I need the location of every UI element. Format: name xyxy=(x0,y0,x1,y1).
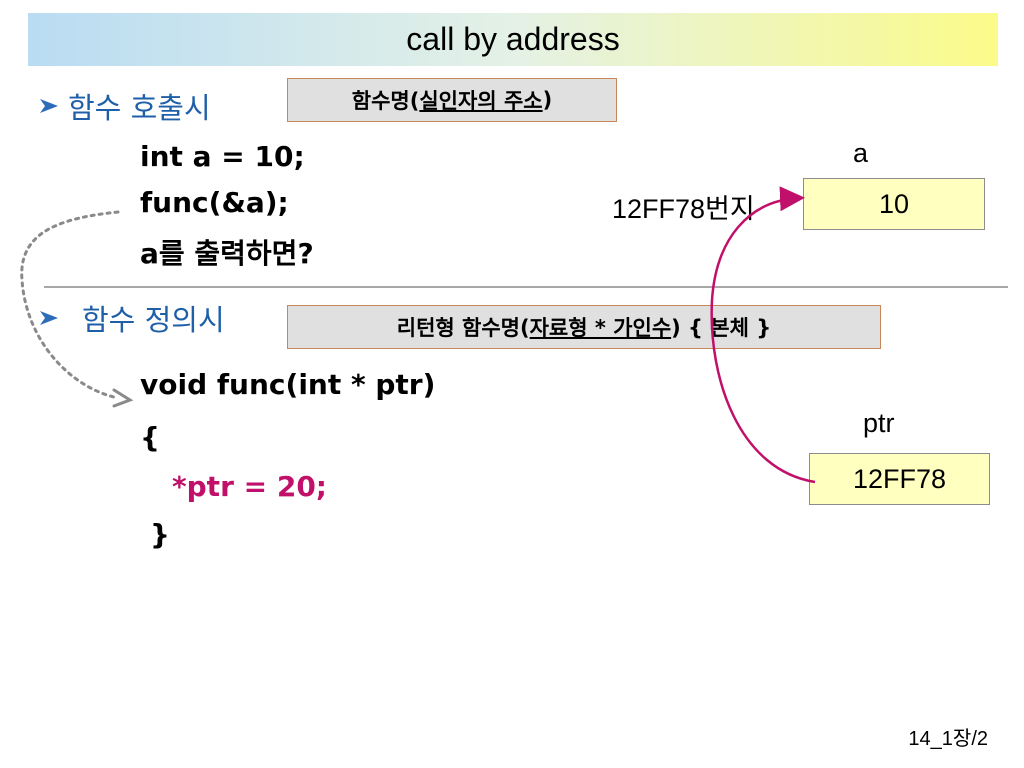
syntax-def-parameter: 자료형 * 가인수 xyxy=(529,316,672,340)
heading-function-definition: 함수 정의시 xyxy=(82,303,225,337)
code-line-close-brace: } xyxy=(150,518,170,551)
flow-arrowhead-icon xyxy=(112,388,134,408)
section-divider xyxy=(44,286,1008,288)
bullet-arrow-icon xyxy=(40,311,58,325)
code-line-question: a를 출력하면? xyxy=(140,237,314,270)
memory-value-ptr: 12FF78 xyxy=(852,463,947,494)
code-line-call: func(&a); xyxy=(140,186,289,219)
bullet-arrow-icon xyxy=(40,99,58,113)
syntax-call-suffix: ) xyxy=(542,88,553,112)
syntax-box-definition: 리턴형 함수명(자료형 * 가인수) { 본체 } xyxy=(287,305,881,349)
syntax-call-argument: 실인자의 주소 xyxy=(419,89,543,113)
page-number: 14_1장/2 xyxy=(908,728,988,750)
slide-title: call by address xyxy=(406,21,620,57)
title-bar: call by address xyxy=(28,13,998,66)
code-line-open-brace: { xyxy=(140,421,160,454)
syntax-box-call: 함수명(실인자의 주소) xyxy=(287,78,617,122)
code-line-assign: *ptr = 20; xyxy=(172,470,327,503)
memory-cell-a: 10 xyxy=(803,178,985,230)
memory-name-ptr: ptr xyxy=(863,408,895,438)
code-line-signature: void func(int * ptr) xyxy=(140,368,436,401)
memory-value-a: 10 xyxy=(878,188,910,219)
syntax-call-prefix: 함수명( xyxy=(351,89,420,113)
heading-function-call: 함수 호출시 xyxy=(68,91,211,125)
pointer-arrow xyxy=(710,186,816,484)
memory-address-label: 12FF78번지 xyxy=(612,194,755,224)
syntax-def-prefix: 리턴형 함수명( xyxy=(396,316,530,340)
syntax-def-suffix: ) { 본체 } xyxy=(671,316,772,340)
flow-arrow xyxy=(20,210,120,400)
memory-name-a: a xyxy=(853,138,869,168)
code-line-declare: int a = 10; xyxy=(140,140,305,173)
memory-cell-ptr: 12FF78 xyxy=(809,453,990,505)
